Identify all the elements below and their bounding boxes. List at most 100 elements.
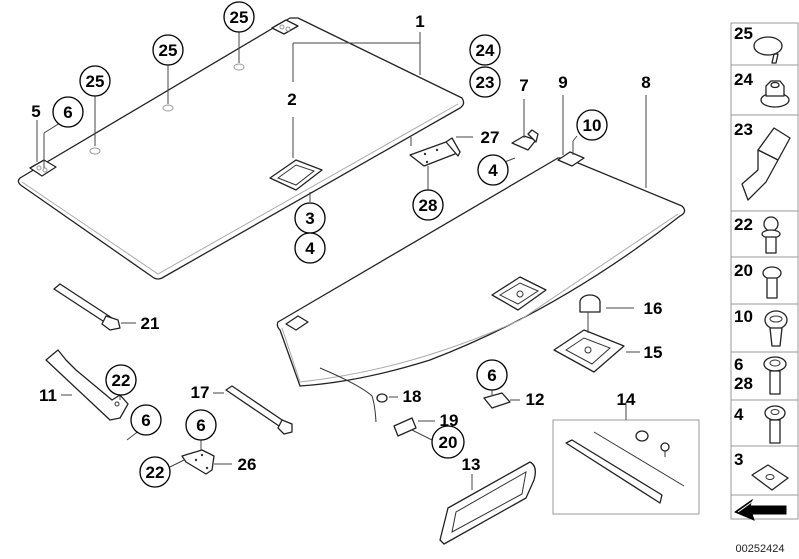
screw-icon	[762, 266, 782, 299]
side-item-25[interactable]: 25	[734, 24, 783, 64]
callout-9[interactable]: 9	[558, 73, 567, 92]
callout-21[interactable]: 21	[141, 314, 160, 333]
svg-text:22: 22	[112, 371, 131, 390]
svg-text:27: 27	[481, 128, 500, 147]
callout-25[interactable]: 25	[223, 1, 255, 33]
callout-5[interactable]: 5	[31, 102, 40, 121]
kit-part-14[interactable]	[552, 419, 700, 515]
svg-text:16: 16	[644, 299, 663, 318]
gas-strut-part-21[interactable]	[53, 283, 121, 331]
svg-text:1: 1	[415, 12, 424, 31]
svg-text:12: 12	[526, 390, 545, 409]
callout-7[interactable]: 7	[519, 76, 528, 95]
svg-text:28: 28	[734, 374, 753, 393]
callout-17[interactable]: 17	[191, 383, 210, 402]
svg-text:3: 3	[734, 450, 743, 469]
cable-part-18[interactable]	[319, 367, 388, 423]
callout-22[interactable]: 22	[139, 456, 171, 488]
clip-part-19[interactable]	[393, 417, 417, 437]
callout-14[interactable]: 14	[617, 390, 636, 409]
expanding-rivet-icon	[764, 310, 788, 347]
svg-text:10: 10	[583, 116, 602, 135]
svg-text:21: 21	[141, 314, 160, 333]
side-item-6-28[interactable]: 6 28	[734, 355, 787, 395]
small-parts-panel: 25 24 23 22	[730, 22, 799, 521]
svg-text:9: 9	[558, 73, 567, 92]
callout-12[interactable]: 12	[526, 390, 545, 409]
panel-handle	[491, 276, 547, 311]
callout-27[interactable]: 27	[481, 128, 500, 147]
callout-6[interactable]: 6	[130, 404, 162, 436]
floor-panel-part-1[interactable]	[17, 17, 465, 280]
callout-18[interactable]: 18	[403, 387, 422, 406]
callout-11[interactable]: 11	[39, 386, 57, 405]
callout-6[interactable]: 6	[185, 409, 217, 441]
side-item-23[interactable]: 23	[734, 120, 791, 201]
callout-25[interactable]: 25	[152, 34, 184, 66]
floor-panel-part-8[interactable]	[276, 151, 686, 387]
callout-2[interactable]: 2	[287, 90, 296, 109]
spring-clip-icon	[741, 127, 791, 201]
callout-19[interactable]: 19	[440, 411, 459, 430]
arm-part-11[interactable]	[45, 349, 129, 421]
side-item-10[interactable]: 10	[734, 307, 788, 347]
svg-text:28: 28	[419, 196, 438, 215]
svg-text:3: 3	[305, 209, 314, 228]
callout-3[interactable]: 3	[294, 202, 326, 234]
callout-10[interactable]: 10	[576, 109, 608, 141]
callout-16[interactable]: 16	[644, 299, 663, 318]
callout-23[interactable]: 23	[469, 66, 501, 98]
flange-nut-icon	[760, 80, 790, 108]
bracket-part-27-28[interactable]	[409, 137, 461, 167]
callout-6[interactable]: 6	[52, 96, 84, 128]
svg-text:6: 6	[487, 366, 496, 385]
svg-text:23: 23	[476, 73, 495, 92]
svg-text:8: 8	[641, 73, 650, 92]
net-part-13[interactable]	[439, 461, 536, 545]
square-washer-icon	[751, 464, 789, 491]
front-direction-arrow-icon	[733, 498, 787, 521]
side-item-20[interactable]: 20	[734, 261, 782, 299]
callout-4[interactable]: 4	[477, 154, 509, 186]
callout-22[interactable]: 22	[105, 364, 137, 396]
svg-text:15: 15	[644, 343, 663, 362]
svg-text:6: 6	[196, 416, 205, 435]
svg-text:6: 6	[734, 355, 743, 374]
svg-text:4: 4	[734, 405, 744, 424]
svg-text:10: 10	[734, 307, 753, 326]
callout-28[interactable]: 28	[412, 189, 444, 221]
svg-text:22: 22	[734, 215, 753, 234]
svg-text:7: 7	[519, 76, 528, 95]
handle-part-15[interactable]	[553, 329, 625, 373]
callout-4[interactable]: 4	[294, 232, 326, 264]
svg-text:24: 24	[734, 70, 753, 89]
callout-25[interactable]: 25	[79, 65, 111, 97]
side-item-24[interactable]: 24	[734, 70, 790, 108]
callout-8[interactable]: 8	[641, 73, 650, 92]
svg-text:4: 4	[488, 161, 498, 180]
hinge-part-7[interactable]	[511, 129, 539, 151]
handle-recess-part-2[interactable]	[269, 159, 323, 191]
clip-cap-icon	[753, 36, 783, 64]
svg-text:4: 4	[305, 239, 315, 258]
callout-13[interactable]: 13	[462, 455, 481, 474]
callout-15[interactable]: 15	[644, 343, 663, 362]
side-item-4[interactable]: 4	[734, 405, 786, 444]
bracket-part-26[interactable]	[181, 449, 215, 475]
clip-hole	[89, 147, 101, 155]
callout-26[interactable]: 26	[238, 455, 257, 474]
callout-20[interactable]: 20	[431, 425, 465, 459]
svg-text:17: 17	[191, 383, 210, 402]
cap-part-16[interactable]	[579, 294, 601, 313]
side-item-22[interactable]: 22	[734, 215, 781, 254]
clip-part-12[interactable]	[483, 392, 511, 409]
side-item-3[interactable]: 3	[734, 450, 789, 491]
svg-text:6: 6	[63, 103, 72, 122]
svg-text:14: 14	[617, 390, 636, 409]
callout-1[interactable]: 1	[415, 12, 424, 31]
callout-6[interactable]: 6	[476, 359, 508, 391]
callout-24[interactable]: 24	[469, 34, 501, 66]
gas-strut-part-17[interactable]	[225, 385, 293, 435]
svg-text:19: 19	[440, 411, 459, 430]
